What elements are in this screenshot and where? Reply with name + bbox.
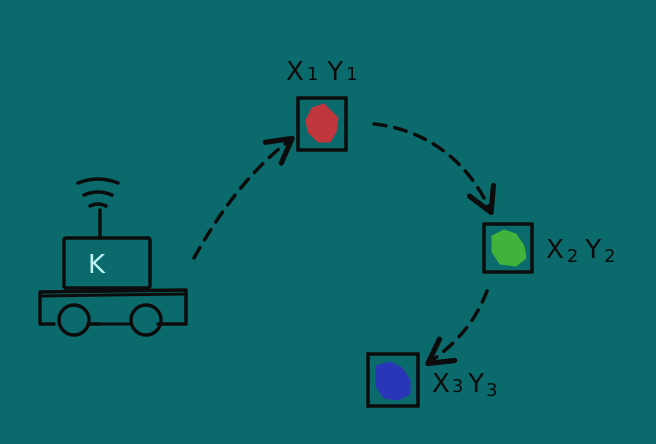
robot-wheel-right xyxy=(129,303,163,337)
waypoint-1-box xyxy=(296,96,348,152)
waypoint-3-x-sub: 3 xyxy=(452,376,464,397)
waypoint-2-x-label: X xyxy=(546,235,565,265)
waypoint-3-box xyxy=(366,352,420,408)
waypoint-1-x-sub: 1 xyxy=(307,64,319,85)
robot-wheel-left xyxy=(57,303,91,337)
waypoint-1-y-sub: 1 xyxy=(346,64,358,85)
waypoint-3-x-label: X xyxy=(432,369,451,399)
robot-label: K xyxy=(88,250,106,280)
robot: K xyxy=(38,177,188,337)
waypoint-3-y-label: Y xyxy=(467,369,485,399)
waypoint-3-blob xyxy=(375,361,411,401)
path-wp2-to-wp3 xyxy=(425,289,489,367)
waypoint-2-y-label: Y xyxy=(584,235,602,265)
waypoint-2-blob xyxy=(491,229,527,267)
waypoint-2-y-sub: 2 xyxy=(604,246,616,267)
robot-cabin xyxy=(62,236,152,290)
waypoint-1-x-label: X xyxy=(286,57,305,87)
robot-bumper xyxy=(39,292,187,298)
waypoint-2-x-sub: 2 xyxy=(567,246,579,267)
path-robot-to-wp1 xyxy=(192,135,295,260)
waypoint-1-blob xyxy=(305,103,339,143)
waypoint-1-y-label: Y xyxy=(326,57,344,87)
waypoint-3-y-sub: 3 xyxy=(486,380,498,401)
path-wp1-to-wp2 xyxy=(372,122,497,216)
signal-waves-icon xyxy=(76,177,120,208)
waypoint-2-box xyxy=(482,222,534,274)
